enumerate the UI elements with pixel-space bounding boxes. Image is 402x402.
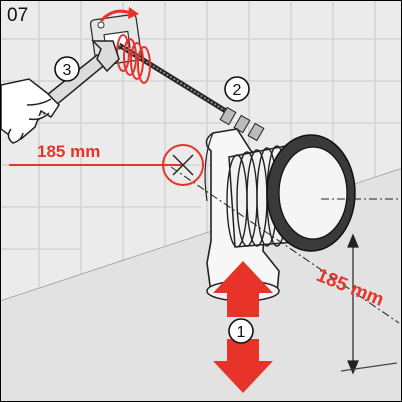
callout-2: 2 xyxy=(224,76,250,102)
callout-3: 3 xyxy=(54,56,80,82)
right-dimension-arrow xyxy=(340,233,398,375)
outlet-gasket xyxy=(266,134,356,252)
threaded-rod xyxy=(117,42,231,116)
hand xyxy=(1,78,60,144)
left-dimension-label: 185 mm xyxy=(37,142,100,161)
step-number: 07 xyxy=(7,5,29,26)
callout-1-text: 1 xyxy=(237,324,246,341)
callout-2-text: 2 xyxy=(233,82,242,99)
rotation-arrow-head xyxy=(128,7,139,19)
callout-1: 1 xyxy=(228,318,254,344)
vertical-movement-arrows xyxy=(213,261,273,393)
axis-line xyxy=(170,166,400,324)
rotation-arrow xyxy=(99,9,132,23)
adjustment-nuts xyxy=(219,106,265,142)
left-dimension-marker xyxy=(9,144,204,186)
callout-3-text: 3 xyxy=(63,62,72,79)
